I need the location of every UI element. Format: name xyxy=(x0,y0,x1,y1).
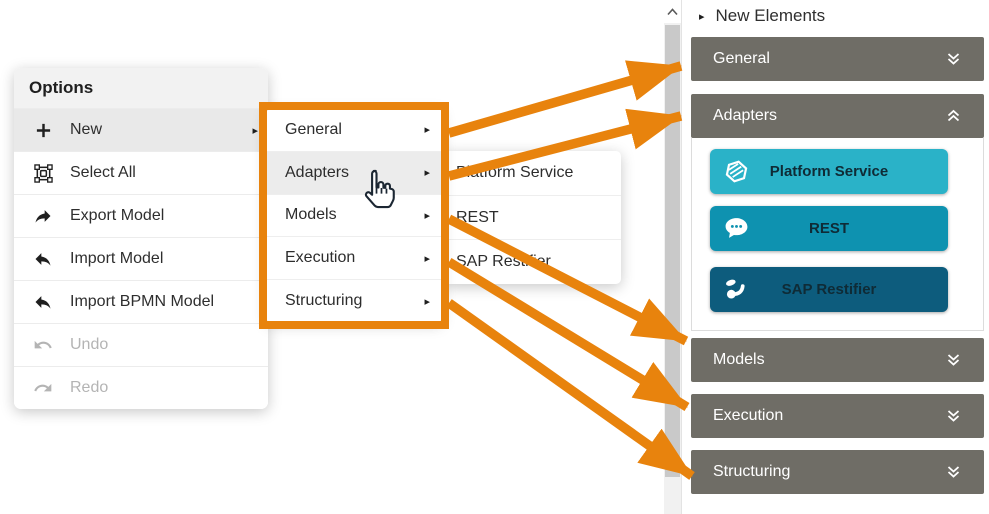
menu-item-label: Undo xyxy=(70,336,109,353)
submenu-item-label: Execution xyxy=(285,249,356,267)
palette-section-structuring[interactable]: Structuring xyxy=(691,450,984,494)
menu-item-label: Import BPMN Model xyxy=(70,293,215,310)
plus-icon xyxy=(31,118,55,142)
hexagon-icon xyxy=(723,158,750,185)
menu-item-import-model[interactable]: Import Model xyxy=(14,237,268,280)
double-chevron-down-icon xyxy=(945,353,962,367)
palette-item-label: REST xyxy=(808,220,849,237)
submenu-item-execution[interactable]: Execution ▸ xyxy=(266,236,442,279)
palette-header[interactable]: ▸ New Elements xyxy=(699,6,825,26)
section-label: Models xyxy=(713,351,765,368)
import-arrow-icon xyxy=(31,247,55,271)
palette-section-adapters[interactable]: Adapters xyxy=(691,94,984,138)
palette-scrollbar[interactable] xyxy=(664,0,682,514)
scrollbar-thumb[interactable] xyxy=(665,25,680,477)
undo-icon xyxy=(31,333,55,357)
menu-item-import-bpmn-model[interactable]: Import BPMN Model xyxy=(14,280,268,323)
menu-item-label: New xyxy=(70,121,103,138)
menu-item-label: Select All xyxy=(70,164,136,181)
palette-adapters-body: Platform Service REST SAP Restifier xyxy=(691,138,984,331)
section-label: Adapters xyxy=(713,107,778,124)
section-label: Execution xyxy=(713,407,784,424)
submenu-item-structuring[interactable]: Structuring ▸ xyxy=(266,279,442,322)
palette-item-label: SAP Restifier xyxy=(781,281,877,298)
palette-item-rest[interactable]: REST xyxy=(710,206,948,251)
export-arrow-icon xyxy=(31,204,55,228)
import-arrow-icon xyxy=(31,290,55,314)
submenu-item-label: General xyxy=(285,120,342,138)
annotation-arrow-structuring xyxy=(446,299,695,480)
menu-item-select-all[interactable]: Select All xyxy=(14,151,268,194)
submenu-caret-icon: ▸ xyxy=(424,295,430,308)
palette-item-label: Platform Service xyxy=(769,163,889,180)
palette-title-text: New Elements xyxy=(715,6,826,25)
context-menu-title: Options xyxy=(14,68,268,108)
chat-bubble-icon xyxy=(723,216,750,241)
adapters-submenu-item-sap-restifier[interactable]: SAP Restifier xyxy=(443,239,621,284)
submenu-caret-icon: ▸ xyxy=(424,209,430,222)
palette-section-models[interactable]: Models xyxy=(691,338,984,382)
double-chevron-down-icon xyxy=(945,52,962,66)
scroll-up-button[interactable] xyxy=(664,0,681,23)
submenu-caret-icon: ▸ xyxy=(424,167,430,180)
submenu-item-label: Platform Service xyxy=(456,163,574,181)
section-label: General xyxy=(713,50,770,67)
submenu-caret-icon: ▸ xyxy=(424,124,430,137)
submenu-item-label: Structuring xyxy=(285,292,363,310)
menu-item-label: Redo xyxy=(70,379,109,396)
menu-item-redo[interactable]: Redo xyxy=(14,366,268,409)
select-all-icon xyxy=(31,161,55,185)
chevron-up-icon xyxy=(667,7,678,15)
submenu-item-label: Models xyxy=(285,206,337,224)
menu-item-export-model[interactable]: Export Model xyxy=(14,194,268,237)
palette-section-general[interactable]: General xyxy=(691,37,984,81)
submenu-item-label: Adapters xyxy=(285,163,350,181)
double-chevron-down-icon xyxy=(945,465,962,479)
submenu-caret-icon: ▸ xyxy=(252,124,258,137)
palette-item-sap-restifier[interactable]: SAP Restifier xyxy=(710,267,948,312)
double-chevron-up-icon xyxy=(945,109,962,123)
submenu-item-general[interactable]: General ▸ xyxy=(266,109,442,151)
palette-section-execution[interactable]: Execution xyxy=(691,394,984,438)
submenu-item-label: REST xyxy=(456,208,499,226)
submenu-caret-icon: ▸ xyxy=(424,252,430,265)
new-submenu: General ▸ Adapters ▸ Models ▸ Execution … xyxy=(266,109,442,322)
adapters-submenu: Platform Service REST SAP Restifier xyxy=(443,151,621,284)
submenu-item-adapters[interactable]: Adapters ▸ xyxy=(266,150,442,194)
branch-icon xyxy=(723,276,750,303)
options-context-menu: Options New ▸ Select All xyxy=(14,68,268,409)
menu-item-new[interactable]: New ▸ xyxy=(14,108,268,151)
section-label: Structuring xyxy=(713,463,791,480)
redo-icon xyxy=(31,376,55,400)
submenu-item-models[interactable]: Models ▸ xyxy=(266,193,442,237)
double-chevron-down-icon xyxy=(945,409,962,423)
menu-item-undo[interactable]: Undo xyxy=(14,323,268,366)
menu-item-label: Export Model xyxy=(70,207,165,224)
collapse-triangle-icon: ▸ xyxy=(699,10,705,23)
menu-item-label: Import Model xyxy=(70,250,164,267)
adapters-submenu-item-platform-service[interactable]: Platform Service xyxy=(443,151,621,195)
submenu-item-label: SAP Restifier xyxy=(456,253,551,271)
annotation-arrow-general xyxy=(447,60,683,138)
palette-item-platform-service[interactable]: Platform Service xyxy=(710,149,948,194)
adapters-submenu-item-rest[interactable]: REST xyxy=(443,194,621,240)
